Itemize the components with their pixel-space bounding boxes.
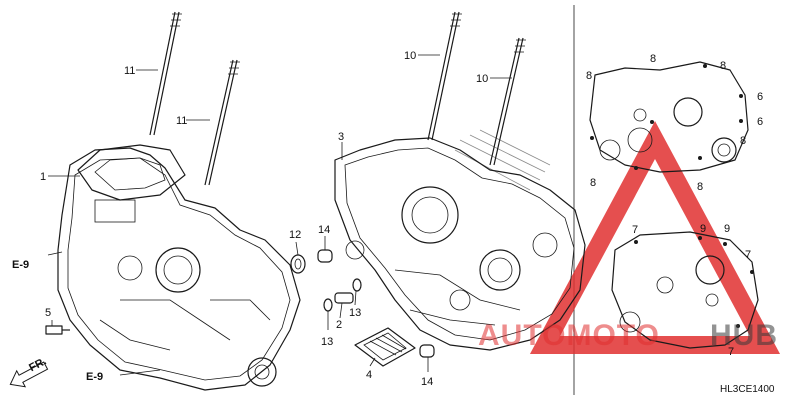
callout-7-b: 7: [745, 249, 751, 261]
callout-14-upper: 14: [318, 224, 330, 236]
front-arrow-icon: [9, 361, 49, 388]
callout-7-c: 7: [728, 346, 734, 358]
callout-13-left: 13: [321, 336, 333, 348]
leader-lines: [47, 54, 512, 376]
reference-e9-upper: E-9: [12, 259, 29, 271]
left-crankcase: [57, 147, 301, 391]
callout-4: 4: [366, 369, 372, 381]
callout-5: 5: [45, 307, 51, 319]
oil-seal: [290, 254, 306, 274]
diagram-code: HL3CE1400: [720, 384, 775, 395]
callout-10-right: 10: [476, 73, 488, 85]
front-arrow-label: FR.: [27, 355, 48, 374]
callout-10-left: 10: [404, 50, 416, 62]
callout-8-a: 8: [586, 70, 592, 82]
callout-2: 2: [336, 319, 342, 331]
watermark-text-a: AUTOMOTO: [478, 319, 660, 352]
drain-bolt: [45, 325, 70, 335]
callout-8-c: 8: [720, 60, 726, 72]
callout-9-a: 9: [700, 223, 706, 235]
right-crankcase: [334, 137, 586, 351]
stud-bolt-11a: [149, 11, 182, 136]
callout-9-b: 9: [724, 223, 730, 235]
dowel-pin-lower: [419, 344, 435, 358]
callout-1: 1: [40, 171, 46, 183]
reference-e9-lower: E-9: [86, 371, 103, 383]
callout-8-f: 8: [697, 181, 703, 193]
bearing-bore: [155, 247, 201, 293]
callout-6-lower: 6: [757, 116, 763, 128]
callout-8-b: 8: [650, 53, 656, 65]
cover-upper: [589, 61, 749, 173]
callout-8-e: 8: [590, 177, 596, 189]
watermark-triangle: [529, 120, 781, 354]
callout-13-right: 13: [349, 307, 361, 319]
cylinder-bore: [401, 186, 459, 244]
hatch-area: [454, 129, 551, 191]
cover-lower: [611, 231, 759, 349]
callout-11-upper: 11: [124, 65, 135, 77]
callout-6-upper: 6: [757, 91, 763, 103]
callout-11-lower: 11: [176, 115, 187, 127]
callout-14-lower: 14: [421, 376, 433, 388]
callout-7-a: 7: [632, 224, 638, 236]
stud-bolt-11b: [204, 59, 240, 186]
stud-bolt-10a: [427, 11, 462, 141]
stud-bolt-10b: [489, 37, 526, 166]
callout-8-d: 8: [740, 135, 746, 147]
watermark-text-b: HUB: [710, 319, 778, 352]
callout-12: 12: [289, 229, 301, 241]
dowel-pin-upper: [317, 249, 333, 263]
cylinder-gasket: [77, 144, 186, 201]
callout-3: 3: [338, 131, 344, 143]
oil-strainer: [354, 327, 416, 367]
